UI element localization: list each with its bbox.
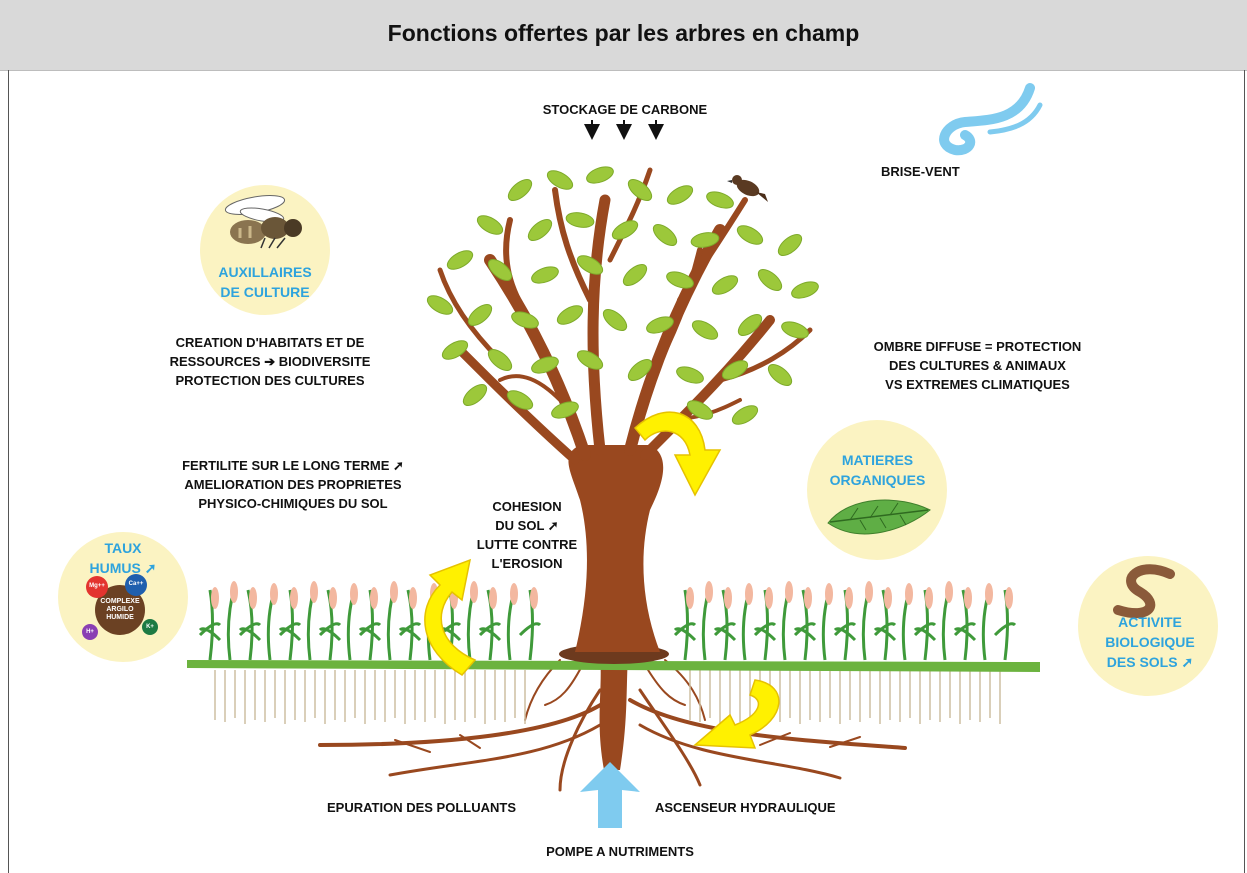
- complex-line-1: COMPLEXE: [100, 598, 140, 605]
- frame-right-border: [1244, 70, 1245, 873]
- soil-activity-line-1: ACTIVITE: [1118, 614, 1182, 630]
- frame-left-border: [8, 70, 9, 873]
- soil-cohesion-label: COHESION DU SOL ➚ LUTTE CONTRE L'EROSION: [472, 497, 582, 573]
- auxiliaries-line-2: DE CULTURE: [220, 284, 310, 300]
- fertility-label: FERTILITE SUR LE LONG TERME ➚ AMELIORATI…: [168, 456, 418, 513]
- soil-activity-circle: [1078, 556, 1218, 696]
- organic-matter-label: MATIERES ORGANIQUES: [815, 450, 940, 490]
- organic-line-2: ORGANIQUES: [829, 472, 926, 488]
- shade-line-1: OMBRE DIFFUSE = PROTECTION: [873, 339, 1082, 354]
- ion-mg: Mg++: [89, 583, 105, 589]
- fertility-line-1: FERTILITE SUR LE LONG TERME ➚: [182, 458, 404, 473]
- organic-line-1: MATIERES: [841, 452, 914, 468]
- leaf-icon: [827, 499, 931, 535]
- page-title: Fonctions offertes par les arbres en cha…: [387, 20, 860, 46]
- ground-strip: [187, 660, 1040, 672]
- roots: [318, 659, 907, 792]
- header-bar: [0, 0, 1247, 71]
- tree-canopy: [426, 166, 819, 425]
- carbon-arrows-icon: [584, 120, 664, 140]
- shade-line-3: VS EXTREMES CLIMATIQUES: [885, 377, 1070, 392]
- auxiliaries-line-1: AUXILLAIRES: [218, 264, 312, 280]
- ion-k: K+: [146, 624, 154, 630]
- taproot: [599, 655, 628, 770]
- humus-line-2: HUMUS ➚: [89, 560, 157, 576]
- bird-icon: [727, 175, 768, 202]
- shade-label: OMBRE DIFFUSE = PROTECTION DES CULTURES …: [855, 337, 1100, 394]
- fertility-line-3: PHYSICO-CHIMIQUES DU SOL: [198, 496, 388, 511]
- crop-roots: [214, 670, 1001, 724]
- humus-label: TAUX HUMUS ➚: [73, 538, 173, 578]
- clay-humus-complex-label: COMPLEXE ARGILO HUMIDE: [95, 598, 145, 622]
- organic-matter-circle: [807, 420, 947, 560]
- auxiliaries-label: AUXILLAIRES DE CULTURE: [200, 262, 330, 302]
- ion-ca: Ca++: [128, 581, 144, 587]
- cohesion-line-2: DU SOL ➚: [495, 518, 559, 533]
- cohesion-line-1: COHESION: [492, 499, 562, 514]
- purification-label: EPURATION DES POLLUANTS: [327, 800, 516, 815]
- fertility-line-2: AMELIORATION DES PROPRIETES: [184, 477, 402, 492]
- carbon-storage-label: STOCKAGE DE CARBONE: [542, 102, 708, 117]
- shade-line-2: DES CULTURES & ANIMAUX: [889, 358, 1066, 373]
- complex-line-2: ARGILO: [106, 606, 134, 613]
- habitats-line-3: PROTECTION DES CULTURES: [175, 373, 365, 388]
- yellow-arrows: [424, 411, 780, 749]
- cohesion-line-3: LUTTE CONTRE: [476, 537, 578, 552]
- complex-line-3: HUMIDE: [106, 614, 134, 621]
- windbreak-label: BRISE-VENT: [881, 164, 960, 179]
- hydraulic-lift-label: ASCENSEUR HYDRAULIQUE: [655, 800, 836, 815]
- nutrient-pump-label: POMPE A NUTRIMENTS: [546, 844, 694, 859]
- humus-complex-icon: [82, 574, 158, 640]
- water-arrow-icon: [580, 762, 640, 828]
- humus-line-1: TAUX: [104, 540, 142, 556]
- crops-left: [198, 581, 542, 661]
- crops-right: [673, 581, 1017, 661]
- ion-h: H+: [86, 629, 94, 635]
- habitats-line-1: CREATION D'HABITATS ET DE: [175, 335, 365, 350]
- habitats-label: CREATION D'HABITATS ET DE RESSOURCES ➔ B…: [150, 333, 390, 390]
- wind-icon: [939, 83, 1043, 156]
- soil-activity-line-3: DES SOLS ➚: [1106, 654, 1194, 670]
- cohesion-line-4: L'EROSION: [491, 556, 563, 571]
- bee-icon: [224, 195, 302, 249]
- soil-activity-line-2: BIOLOGIQUE: [1105, 634, 1195, 650]
- soil-activity-label: ACTIVITE BIOLOGIQUE DES SOLS ➚: [1090, 612, 1210, 672]
- habitats-line-2: RESSOURCES ➔ BIODIVERSITE: [169, 354, 371, 369]
- worm-icon: [1113, 564, 1175, 619]
- auxiliaries-circle: [200, 185, 330, 315]
